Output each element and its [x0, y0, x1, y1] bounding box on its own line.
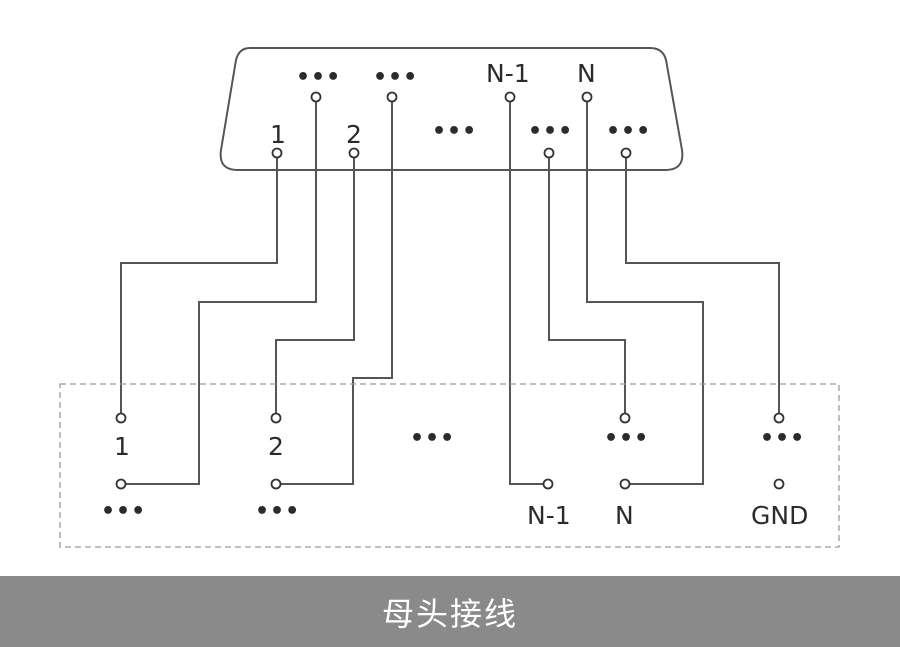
- connector-pin-n-minus-1: [504, 91, 516, 103]
- terminal-lower-dots-1: •••: [101, 499, 146, 524]
- connector-top-dots-b: •••: [373, 65, 418, 90]
- terminal-label-n: N: [615, 501, 634, 530]
- terminal-lower-dots-2: •••: [255, 499, 300, 524]
- terminal-upper-far: [773, 412, 785, 424]
- wire-pin-2: [275, 158, 355, 413]
- terminal-1: [115, 412, 127, 424]
- connector-label-2: 2: [346, 120, 362, 149]
- connector-bottom-dots-mid: •••: [432, 119, 477, 144]
- connector-label-1: 1: [270, 120, 286, 149]
- terminal-upper-right: [619, 412, 631, 424]
- connector-pin-bottom-d: [620, 147, 632, 159]
- caption-title: 母头接线: [381, 594, 518, 633]
- connector-bottom-dots-d: •••: [606, 119, 651, 144]
- connector-shell: [219, 47, 684, 171]
- terminal-2: [270, 412, 282, 424]
- terminal-gnd: [773, 478, 785, 490]
- connector-label-n: N: [577, 59, 596, 88]
- wire-bottom-c: [548, 158, 626, 413]
- caption-bar: 母头接线: [0, 576, 900, 647]
- terminal-upper-dots-mid: •••: [410, 426, 455, 451]
- wire-n-minus-1: [509, 102, 543, 485]
- terminal-label-2: 2: [268, 432, 284, 461]
- terminal-label-n-minus-1: N-1: [527, 501, 571, 530]
- terminal-label-gnd: GND: [751, 501, 808, 530]
- connector-pin-top-a: [310, 91, 322, 103]
- wire-n: [586, 102, 704, 485]
- terminal-lower-1: [115, 478, 127, 490]
- terminal-n: [619, 478, 631, 490]
- wire-pin-1: [120, 158, 278, 413]
- wire-bottom-d: [625, 158, 780, 413]
- connector-pin-top-b: [386, 91, 398, 103]
- connector-pin-1: [271, 147, 283, 159]
- connector-pin-n: [581, 91, 593, 103]
- wire-top-b: [281, 102, 393, 485]
- connector-pin-2: [348, 147, 360, 159]
- wiring-diagram: ••• ••• N-1 N 1 2 ••• ••• ••• 1 2 ••• ••…: [59, 47, 840, 548]
- terminal-lower-2: [270, 478, 282, 490]
- terminal-label-1: 1: [114, 432, 130, 461]
- terminal-block-frame: [59, 383, 840, 548]
- terminal-upper-dots-right: •••: [604, 426, 649, 451]
- terminal-upper-dots-far: •••: [760, 426, 805, 451]
- connector-bottom-dots-c: •••: [528, 119, 573, 144]
- connector-top-dots-a: •••: [296, 65, 341, 90]
- connector-pin-bottom-c: [543, 147, 555, 159]
- connector-label-n-minus-1: N-1: [486, 59, 530, 88]
- wire-top-a: [126, 102, 317, 485]
- terminal-n-minus-1: [542, 478, 554, 490]
